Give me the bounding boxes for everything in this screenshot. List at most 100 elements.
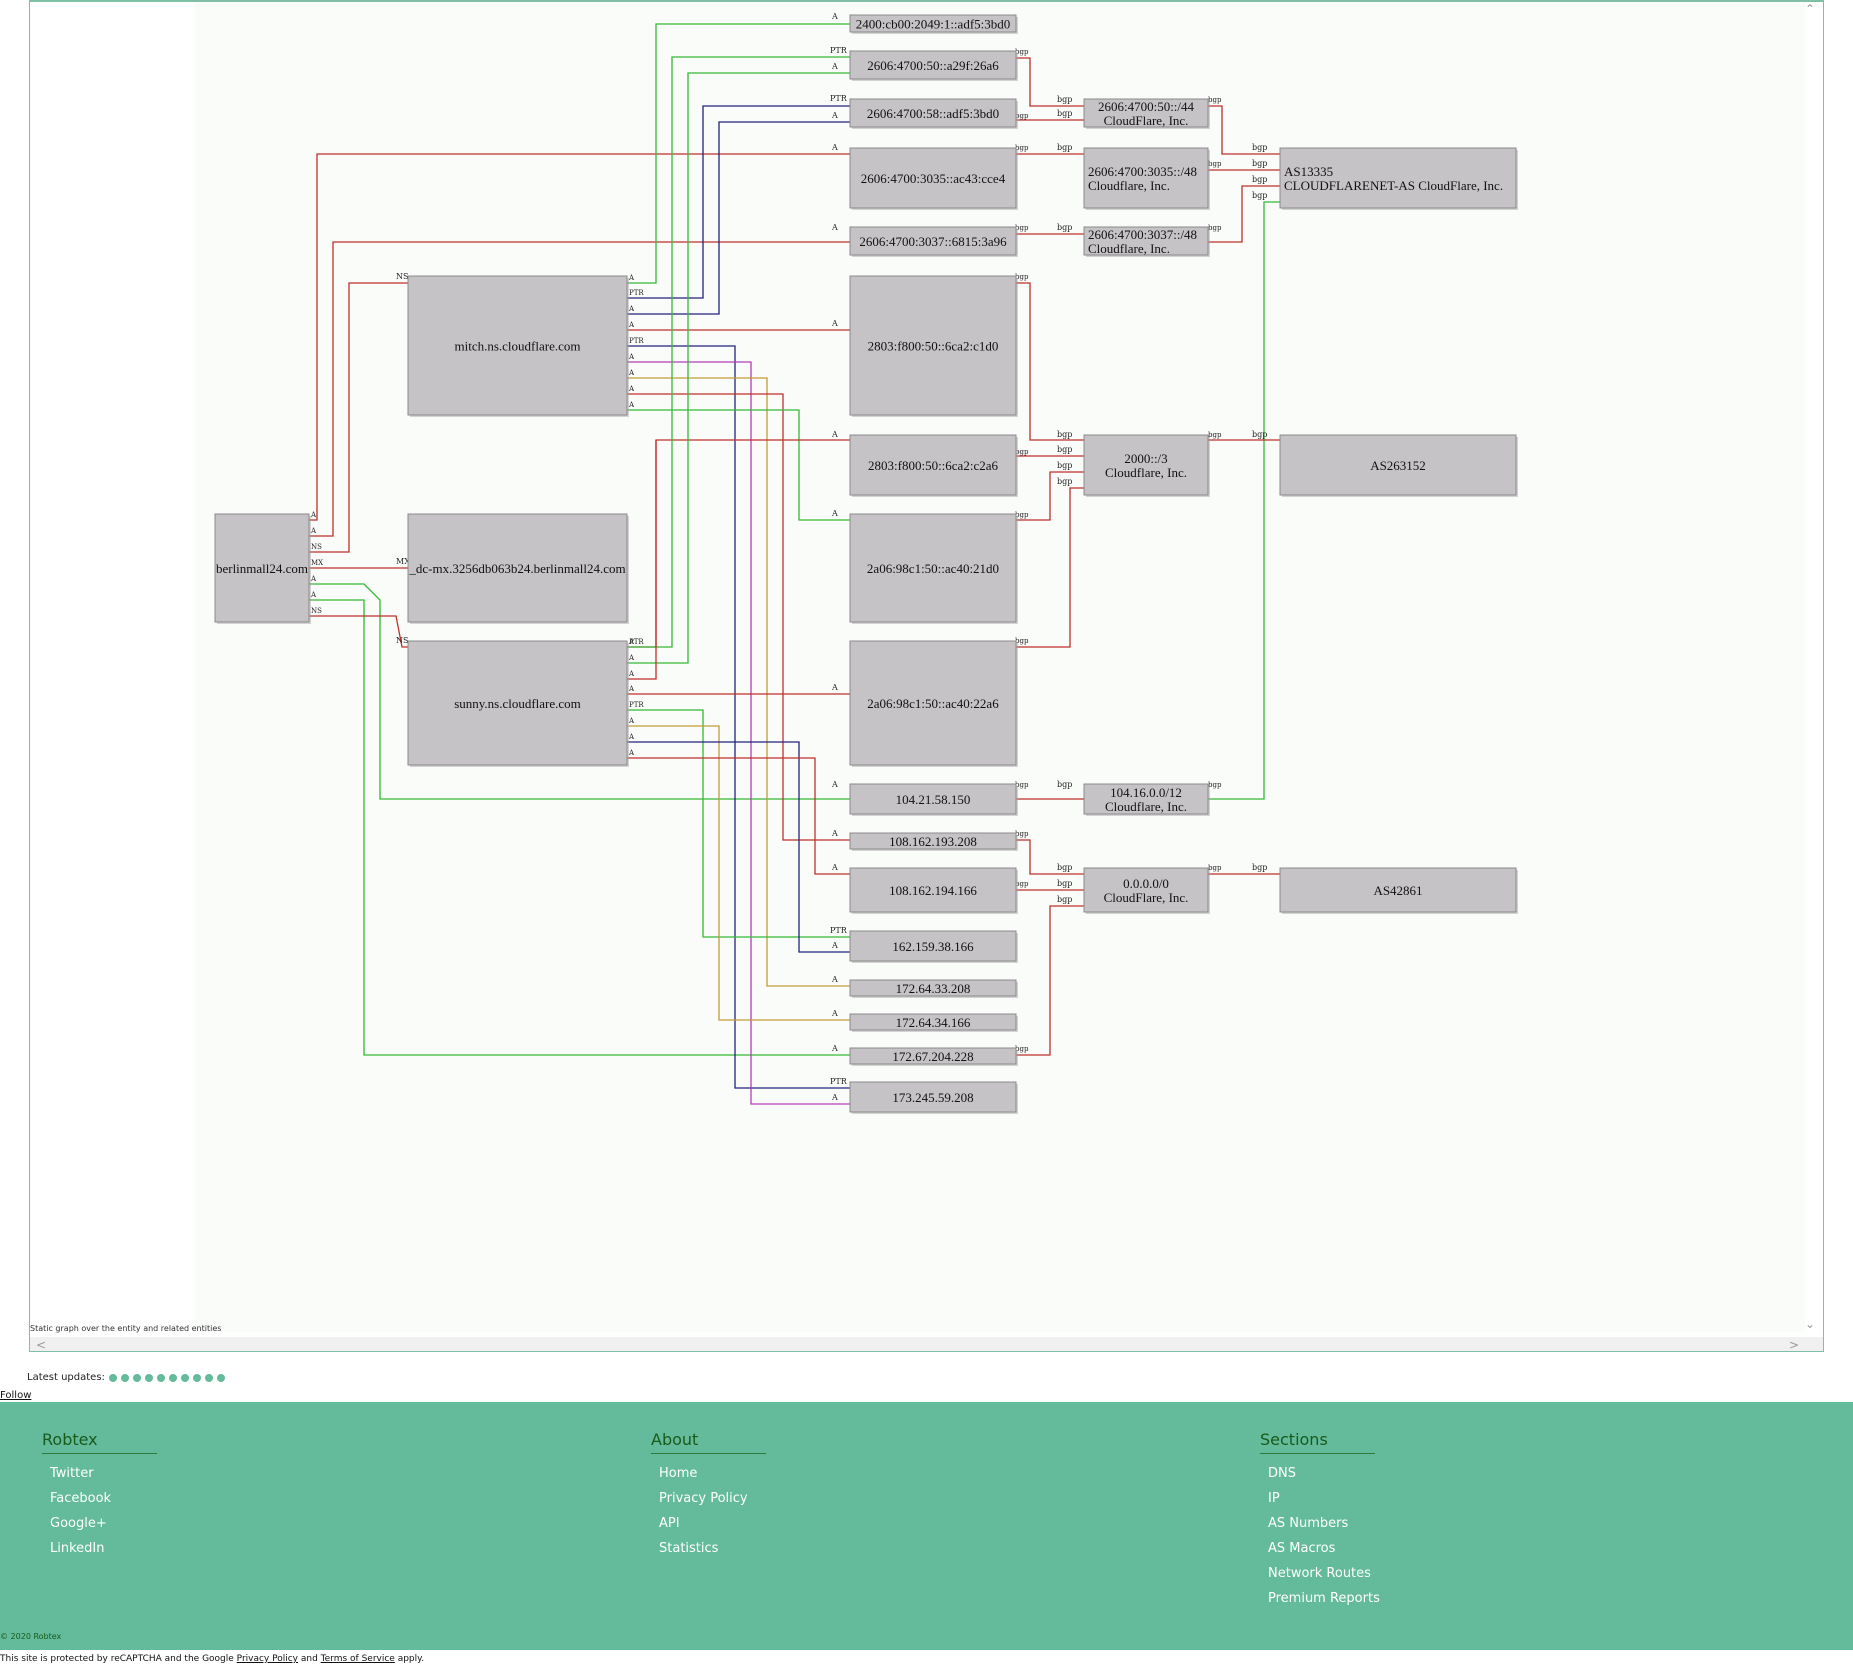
node-box[interactable] xyxy=(1083,783,1209,815)
entity-graph[interactable]: AAAANSNSMXMXAAAANSNSAAPTRPTRAAAAPTRPTRAA… xyxy=(30,2,1823,1337)
graph-node[interactable]: berlinmall24.com xyxy=(214,513,311,624)
graph-node[interactable]: 2606:4700:50::a29f:26a6 xyxy=(849,50,1018,81)
node-box[interactable] xyxy=(407,275,628,416)
node-box[interactable] xyxy=(1083,147,1209,209)
node-box[interactable] xyxy=(407,640,628,766)
graph-node[interactable]: 2803:f800:50::6ca2:c1d0 xyxy=(849,275,1018,417)
footer-link-network-routes[interactable]: Network Routes xyxy=(1268,1566,1371,1581)
node-box[interactable] xyxy=(849,14,1017,33)
node-box[interactable] xyxy=(849,783,1017,815)
footer-link-home[interactable]: Home xyxy=(659,1466,698,1481)
update-dot[interactable] xyxy=(132,1373,141,1382)
footer-link-api[interactable]: API xyxy=(659,1516,680,1531)
graph-node[interactable]: 2803:f800:50::6ca2:c2a6 xyxy=(849,434,1018,497)
footer-column-robtex: Robtex Twitter Facebook Google+ LinkedIn xyxy=(42,1430,157,1566)
node-box[interactable] xyxy=(849,930,1017,962)
node-box[interactable] xyxy=(849,1047,1017,1065)
scroll-left-arrow-icon[interactable]: < xyxy=(36,1338,47,1352)
footer-link-ip[interactable]: IP xyxy=(1268,1491,1280,1506)
node-box[interactable] xyxy=(849,98,1017,128)
node-box[interactable] xyxy=(849,867,1017,913)
graph-node[interactable]: AS263152 xyxy=(1279,434,1518,497)
node-box[interactable] xyxy=(849,275,1017,416)
node-box[interactable] xyxy=(1083,434,1209,496)
graph-node[interactable]: 104.21.58.150 xyxy=(849,783,1018,816)
footer-link-as-macros[interactable]: AS Macros xyxy=(1268,1541,1336,1556)
horizontal-scrollbar[interactable]: < > xyxy=(30,1337,1823,1352)
node-box[interactable] xyxy=(214,513,310,623)
graph-node[interactable]: 108.162.194.166 xyxy=(849,867,1018,914)
footer-link-privacy-policy[interactable]: Privacy Policy xyxy=(659,1491,748,1506)
update-dot[interactable] xyxy=(144,1373,153,1382)
graph-node[interactable]: 162.159.38.166 xyxy=(849,930,1018,963)
node-box[interactable] xyxy=(1083,867,1209,913)
update-dot[interactable] xyxy=(204,1373,213,1382)
node-box[interactable] xyxy=(1279,434,1517,496)
graph-node[interactable]: 173.245.59.208 xyxy=(849,1081,1018,1114)
node-box[interactable] xyxy=(849,640,1017,766)
follow-link[interactable]: Follow xyxy=(0,1390,32,1401)
graph-node[interactable]: AS42861 xyxy=(1279,867,1518,914)
edge-label: bgp xyxy=(1057,879,1072,888)
footer-link-facebook[interactable]: Facebook xyxy=(50,1491,112,1506)
update-dot[interactable] xyxy=(192,1373,201,1382)
graph-node[interactable]: _dc-mx.3256db063b24.berlinmall24.com xyxy=(407,513,629,624)
node-box[interactable] xyxy=(849,1081,1017,1113)
graph-node[interactable]: 2a06:98c1:50::ac40:22a6 xyxy=(849,640,1018,767)
update-dot[interactable] xyxy=(120,1373,129,1382)
graph-node[interactable]: 2606:4700:58::adf5:3bd0 xyxy=(849,98,1018,129)
graph-node[interactable]: 2606:4700:3037::6815:3a96 xyxy=(849,226,1018,257)
terms-of-service-link[interactable]: Terms of Service xyxy=(320,1654,395,1664)
update-dot[interactable] xyxy=(180,1373,189,1382)
graph-node[interactable]: 2a06:98c1:50::ac40:21d0 xyxy=(849,513,1018,624)
scroll-down-arrow-icon[interactable]: ⌄ xyxy=(1804,1317,1815,1331)
privacy-policy-link[interactable]: Privacy Policy xyxy=(236,1654,299,1664)
node-box[interactable] xyxy=(849,50,1017,80)
footer-link-dns[interactable]: DNS xyxy=(1268,1466,1296,1481)
footer-link-statistics[interactable]: Statistics xyxy=(659,1541,719,1556)
footer-link-linkedin[interactable]: LinkedIn xyxy=(50,1541,105,1556)
edge-source-label: bgp xyxy=(1015,112,1029,120)
node-label: Cloudflare, Inc. xyxy=(1088,241,1170,256)
node-box[interactable] xyxy=(1279,867,1517,913)
footer-link-premium-reports[interactable]: Premium Reports xyxy=(1268,1591,1380,1606)
node-box[interactable] xyxy=(849,434,1017,496)
update-dot[interactable] xyxy=(156,1373,165,1382)
graph-node[interactable]: 2606:4700:3035::ac43:cce4 xyxy=(849,147,1018,210)
node-box[interactable] xyxy=(849,979,1017,997)
node-box[interactable] xyxy=(849,1013,1017,1031)
node-box[interactable] xyxy=(1279,147,1517,209)
footer-link-twitter[interactable]: Twitter xyxy=(50,1466,94,1481)
update-dot[interactable] xyxy=(216,1373,225,1382)
update-dot[interactable] xyxy=(168,1373,177,1382)
node-box[interactable] xyxy=(849,226,1017,256)
edge-source-label: A xyxy=(628,385,635,393)
node-box[interactable] xyxy=(849,832,1017,850)
node-box[interactable] xyxy=(849,147,1017,209)
graph-node[interactable]: 2400:cb00:2049:1::adf5:3bd0 xyxy=(849,14,1018,34)
graph-node[interactable]: 172.64.34.166 xyxy=(849,1013,1018,1032)
node-box[interactable] xyxy=(1083,226,1209,256)
edge-source-label: bgp xyxy=(1208,431,1222,439)
footer-link-googleplus[interactable]: Google+ xyxy=(50,1516,107,1531)
graph-node[interactable]: sunny.ns.cloudflare.com xyxy=(407,640,629,767)
footer-link-as-numbers[interactable]: AS Numbers xyxy=(1268,1516,1349,1531)
graph-node[interactable]: 172.64.33.208 xyxy=(849,979,1018,998)
node-box[interactable] xyxy=(1083,98,1209,128)
update-dot[interactable] xyxy=(108,1373,117,1382)
scroll-up-arrow-icon[interactable]: ⌃ xyxy=(1804,2,1815,16)
graph-node[interactable]: 108.162.193.208 xyxy=(849,832,1018,851)
node-box[interactable] xyxy=(407,513,628,623)
graph-node[interactable]: 172.67.204.228 xyxy=(849,1047,1018,1066)
graph-node[interactable]: mitch.ns.cloudflare.com xyxy=(407,275,629,417)
scroll-right-arrow-icon[interactable]: > xyxy=(1788,1338,1799,1352)
node-box[interactable] xyxy=(849,513,1017,623)
